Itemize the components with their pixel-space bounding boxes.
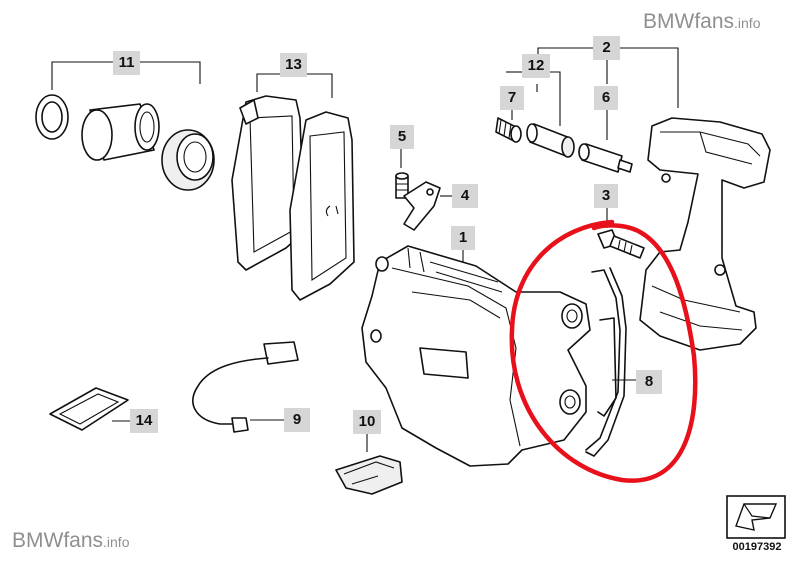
watermark-bottom-main: BMWfans (12, 529, 104, 552)
callout-10: 10 (353, 410, 381, 434)
highlight-circle (509, 219, 698, 483)
callout-9: 9 (284, 408, 310, 432)
bracket-part (403, 181, 441, 231)
diagram-logo (726, 495, 786, 539)
bleeder-valve-part (395, 172, 409, 199)
callout-4: 4 (452, 184, 478, 208)
callout-7: 7 (500, 86, 524, 110)
watermark-top: BMWfans.info (643, 10, 760, 34)
hex-bolt-part (597, 229, 645, 259)
watermark-top-main: BMWfans (643, 10, 735, 33)
guide-bolt-kit-part (526, 123, 575, 158)
guide-bolt-part (578, 143, 633, 173)
seal-ring-part (35, 94, 69, 140)
caliper-carrier-part (639, 117, 771, 351)
callout-3: 3 (594, 184, 618, 208)
brake-pad-inner (231, 95, 305, 271)
callout-6: 6 (594, 86, 618, 110)
diagram-code: 00197392 (732, 541, 782, 553)
watermark-top-suffix: .info (734, 15, 761, 31)
wear-sensor-part (192, 341, 299, 433)
callout-1: 1 (451, 226, 475, 250)
callout-14: 14 (130, 409, 158, 433)
callout-12: 12 (522, 54, 550, 78)
callout-2: 2 (593, 36, 620, 60)
anti-rattle-spring-part (585, 267, 627, 457)
boot-part (161, 129, 215, 191)
piston-part (81, 103, 160, 161)
callout-8: 8 (636, 370, 662, 394)
clip-part (335, 455, 403, 495)
brake-caliper-part (361, 245, 591, 467)
callout-11: 11 (113, 51, 140, 75)
watermark-bottom-suffix: .info (103, 534, 130, 550)
protective-sleeve-part (495, 117, 522, 143)
watermark-bottom: BMWfans.info (12, 529, 129, 553)
brake-pad-outer (289, 111, 355, 301)
grease-packet-part (49, 387, 129, 431)
callout-5: 5 (390, 125, 414, 149)
callout-13: 13 (280, 53, 307, 77)
